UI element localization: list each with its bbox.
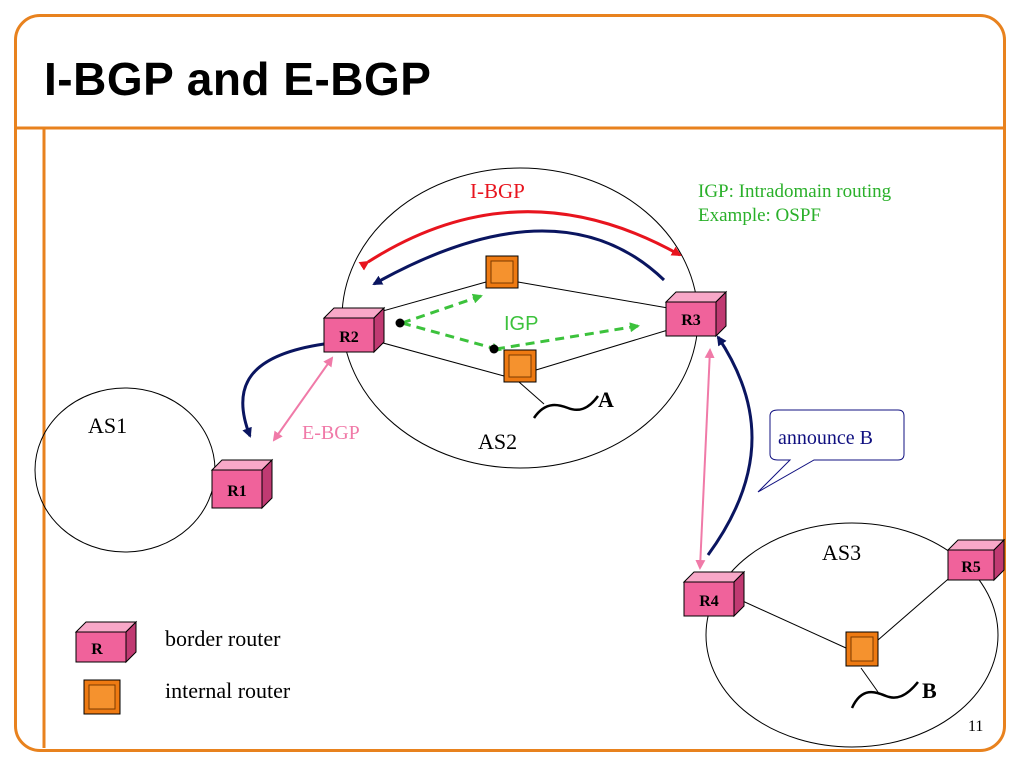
router-r4-label: R4 bbox=[699, 593, 719, 610]
slide-frame bbox=[14, 14, 1006, 752]
as1-label: AS1 bbox=[88, 413, 127, 438]
host-b: B bbox=[850, 667, 937, 709]
as3-label: AS3 bbox=[822, 540, 861, 565]
internal-router-as3 bbox=[845, 631, 879, 667]
router-r3: R3 bbox=[664, 290, 728, 338]
ibgp-label: I-BGP bbox=[470, 179, 525, 203]
host-a-wave-icon bbox=[532, 395, 600, 419]
ebgp-arrow-r3-r4 bbox=[695, 348, 715, 570]
announce-arrow-r2-r1 bbox=[241, 342, 325, 438]
as3-ellipse bbox=[705, 522, 999, 748]
router-r1: R1 bbox=[210, 458, 274, 510]
page-number: 11 bbox=[968, 718, 984, 735]
router-r3-label: R3 bbox=[681, 312, 701, 329]
igp-note-line1: IGP: Intradomain routing bbox=[698, 181, 892, 202]
announce-callout: announce B bbox=[757, 409, 905, 493]
legend-border-router-label: border router bbox=[165, 626, 281, 651]
legend: R border router internal router bbox=[74, 620, 291, 715]
ibgp-announce-arrow bbox=[372, 229, 666, 286]
internal-router-as2-top bbox=[485, 255, 519, 289]
legend-internal-router-icon bbox=[83, 679, 121, 715]
router-r5: R5 bbox=[946, 538, 1006, 582]
legend-border-router-icon: R bbox=[74, 620, 138, 664]
as2-label: AS2 bbox=[478, 429, 517, 454]
slide-title: I-BGP and E-BGP bbox=[44, 53, 432, 105]
router-r2-label: R2 bbox=[339, 329, 359, 346]
host-a: A bbox=[518, 381, 614, 419]
as3-links bbox=[735, 573, 955, 649]
legend-border-router-symbol: R bbox=[91, 641, 103, 658]
ibgp-arrow bbox=[358, 210, 682, 271]
ebgp-arrow-r1-r2 bbox=[272, 356, 334, 442]
host-b-wave-icon bbox=[850, 681, 919, 709]
ebgp-label: E-BGP bbox=[302, 422, 360, 444]
host-a-label: A bbox=[598, 387, 614, 412]
announce-arrow-r4-r3 bbox=[706, 335, 754, 556]
router-r1-label: R1 bbox=[227, 483, 247, 500]
igp-label: IGP bbox=[504, 313, 538, 335]
callout-text: announce B bbox=[778, 427, 873, 449]
legend-internal-router-label: internal router bbox=[165, 678, 291, 703]
router-r2: R2 bbox=[322, 306, 386, 354]
igp-arrows bbox=[395, 293, 640, 354]
internal-router-as2-bottom bbox=[503, 349, 537, 383]
router-r5-label: R5 bbox=[961, 559, 981, 576]
host-b-label: B bbox=[922, 678, 937, 703]
router-r4: R4 bbox=[682, 570, 746, 618]
igp-note-line2: Example: OSPF bbox=[698, 205, 821, 226]
as2-links bbox=[371, 281, 669, 377]
